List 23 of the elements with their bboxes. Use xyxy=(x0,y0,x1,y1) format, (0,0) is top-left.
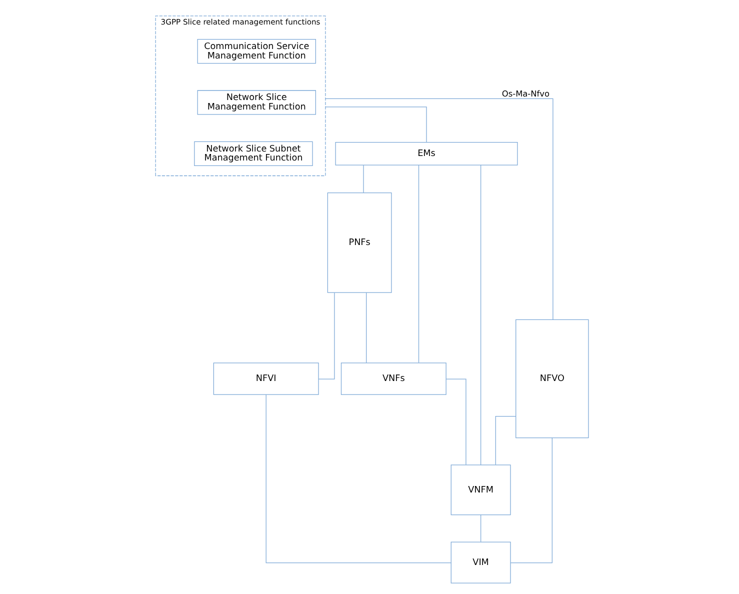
node-box: VNFM xyxy=(450,464,511,516)
node-box: EMs xyxy=(335,142,518,166)
connector xyxy=(325,106,427,142)
connector xyxy=(266,394,452,564)
node-box: Network Slice Management Function xyxy=(197,90,316,115)
node-box: Communication Service Management Function xyxy=(197,39,316,64)
edge-label: Os-Ma-Nfvo xyxy=(502,88,550,98)
connector xyxy=(325,98,554,320)
connector xyxy=(480,514,482,542)
connector xyxy=(510,438,552,564)
connector xyxy=(480,164,482,466)
connector xyxy=(366,292,367,364)
node-box: VIM xyxy=(450,542,511,584)
node-box: VNFs xyxy=(340,362,446,395)
connector xyxy=(418,164,420,363)
node-box: NFVI xyxy=(213,362,319,395)
connector xyxy=(446,378,466,466)
node-box: PNFs xyxy=(327,192,392,293)
connector xyxy=(363,164,364,194)
node-box: Network Slice Subnet Management Function xyxy=(194,141,313,166)
connector xyxy=(318,292,335,380)
connector xyxy=(495,416,516,466)
node-box: NFVO xyxy=(516,319,589,438)
